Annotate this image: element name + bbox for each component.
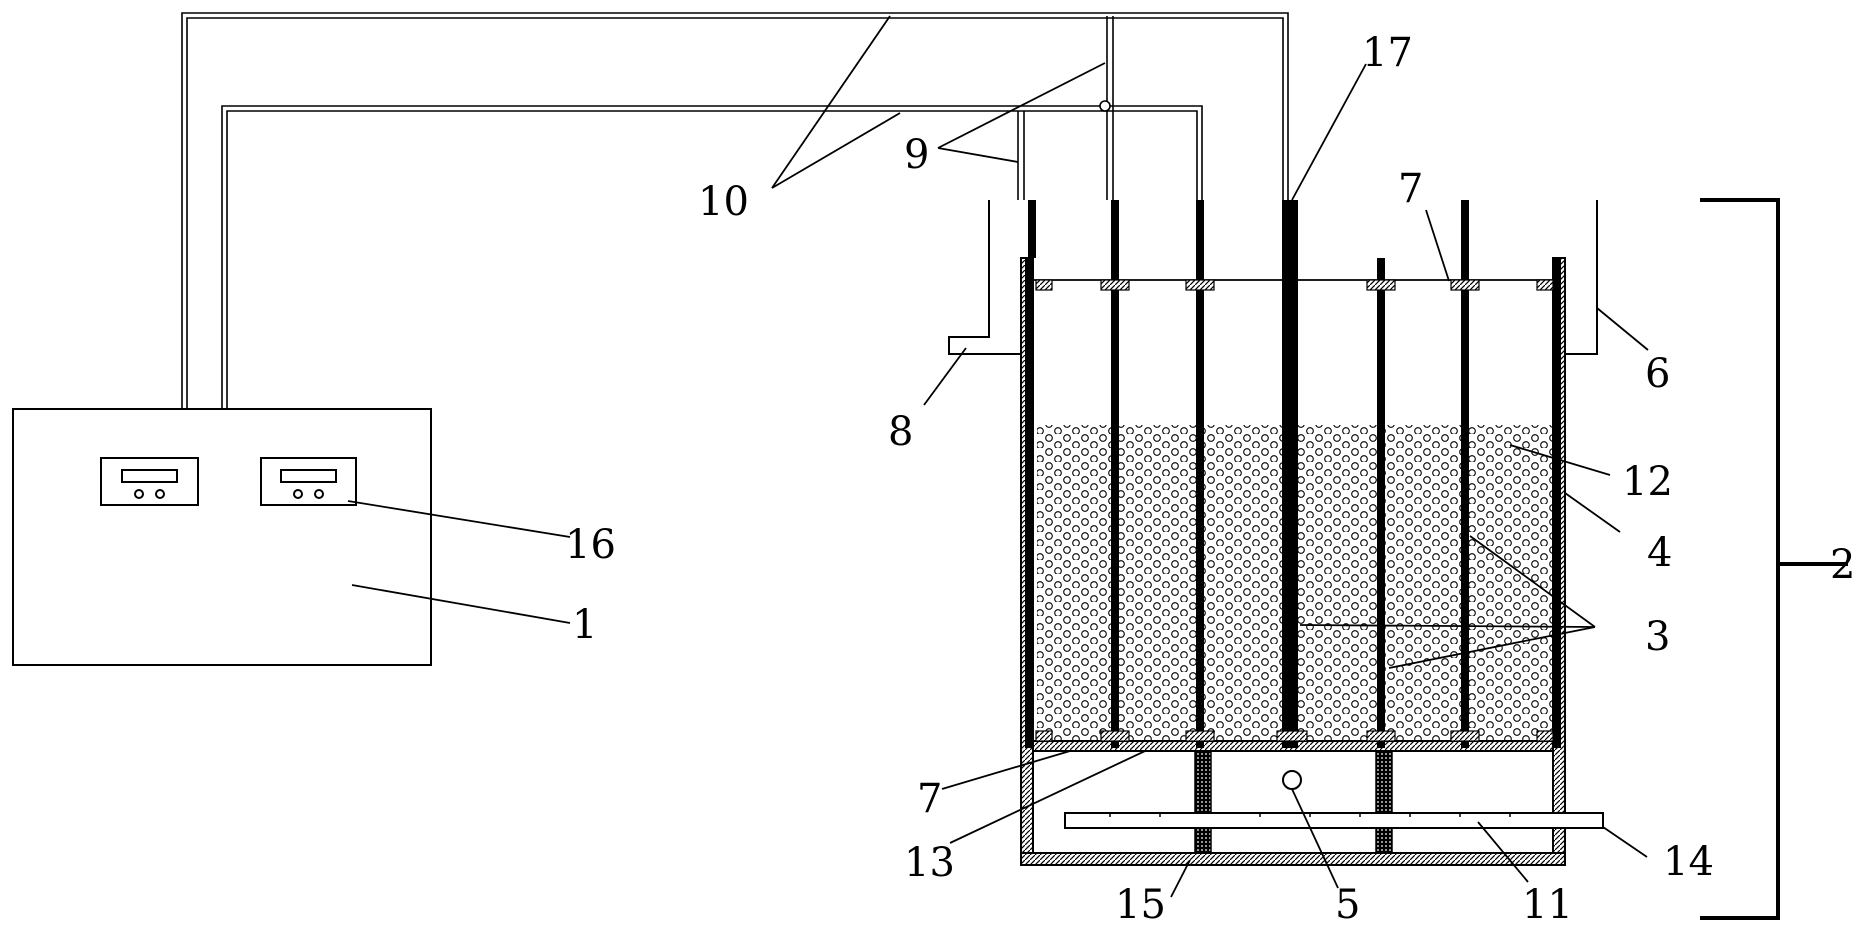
tank	[948, 200, 1604, 866]
label-7-top: 7	[1398, 166, 1423, 212]
bracket	[1700, 198, 1780, 920]
label-9: 9	[904, 132, 929, 178]
electrode-4	[1377, 258, 1385, 748]
label-16: 16	[565, 522, 616, 568]
label-5: 5	[1335, 882, 1360, 928]
electrodes	[1025, 200, 1561, 748]
fixing-blocks	[1035, 279, 1554, 742]
meter-left	[100, 457, 199, 506]
labels: 1 2 3 4 5 6 7 7 8 9 10 11 12 13 14 15 16…	[565, 30, 1855, 928]
label-3: 3	[1645, 614, 1670, 660]
outlet-pipe	[948, 200, 1021, 355]
aeration-pipe	[1064, 812, 1604, 829]
electrode-left-wall	[1025, 258, 1033, 748]
main-electrode	[1282, 200, 1298, 748]
label-12: 12	[1622, 459, 1673, 505]
label-15: 15	[1115, 882, 1166, 928]
support-right	[1375, 750, 1393, 854]
electrode-top-right	[1553, 258, 1561, 316]
label-6: 6	[1645, 351, 1670, 397]
label-4: 4	[1647, 530, 1672, 576]
label-11: 11	[1522, 882, 1573, 928]
leader-lines	[347, 15, 1649, 898]
overflow-pipe	[1565, 200, 1598, 355]
electrode-5	[1461, 200, 1469, 748]
power-supply	[12, 408, 432, 666]
tank-bottom	[1020, 852, 1566, 866]
electrode-right-wall	[1553, 258, 1561, 748]
label-2: 2	[1830, 542, 1855, 588]
label-8: 8	[888, 409, 913, 455]
water-inlet	[1282, 770, 1302, 790]
label-10: 10	[698, 179, 749, 225]
label-13: 13	[904, 840, 955, 886]
label-7-bottom: 7	[917, 776, 942, 822]
electrode-1	[1111, 200, 1119, 748]
wires	[181, 12, 1289, 409]
label-1: 1	[572, 602, 597, 648]
electrode-top-left	[1028, 200, 1036, 258]
label-17: 17	[1362, 30, 1413, 76]
meter-right	[260, 457, 357, 506]
label-14: 14	[1663, 839, 1714, 885]
support-left	[1194, 750, 1212, 854]
electrode-2	[1196, 200, 1204, 748]
